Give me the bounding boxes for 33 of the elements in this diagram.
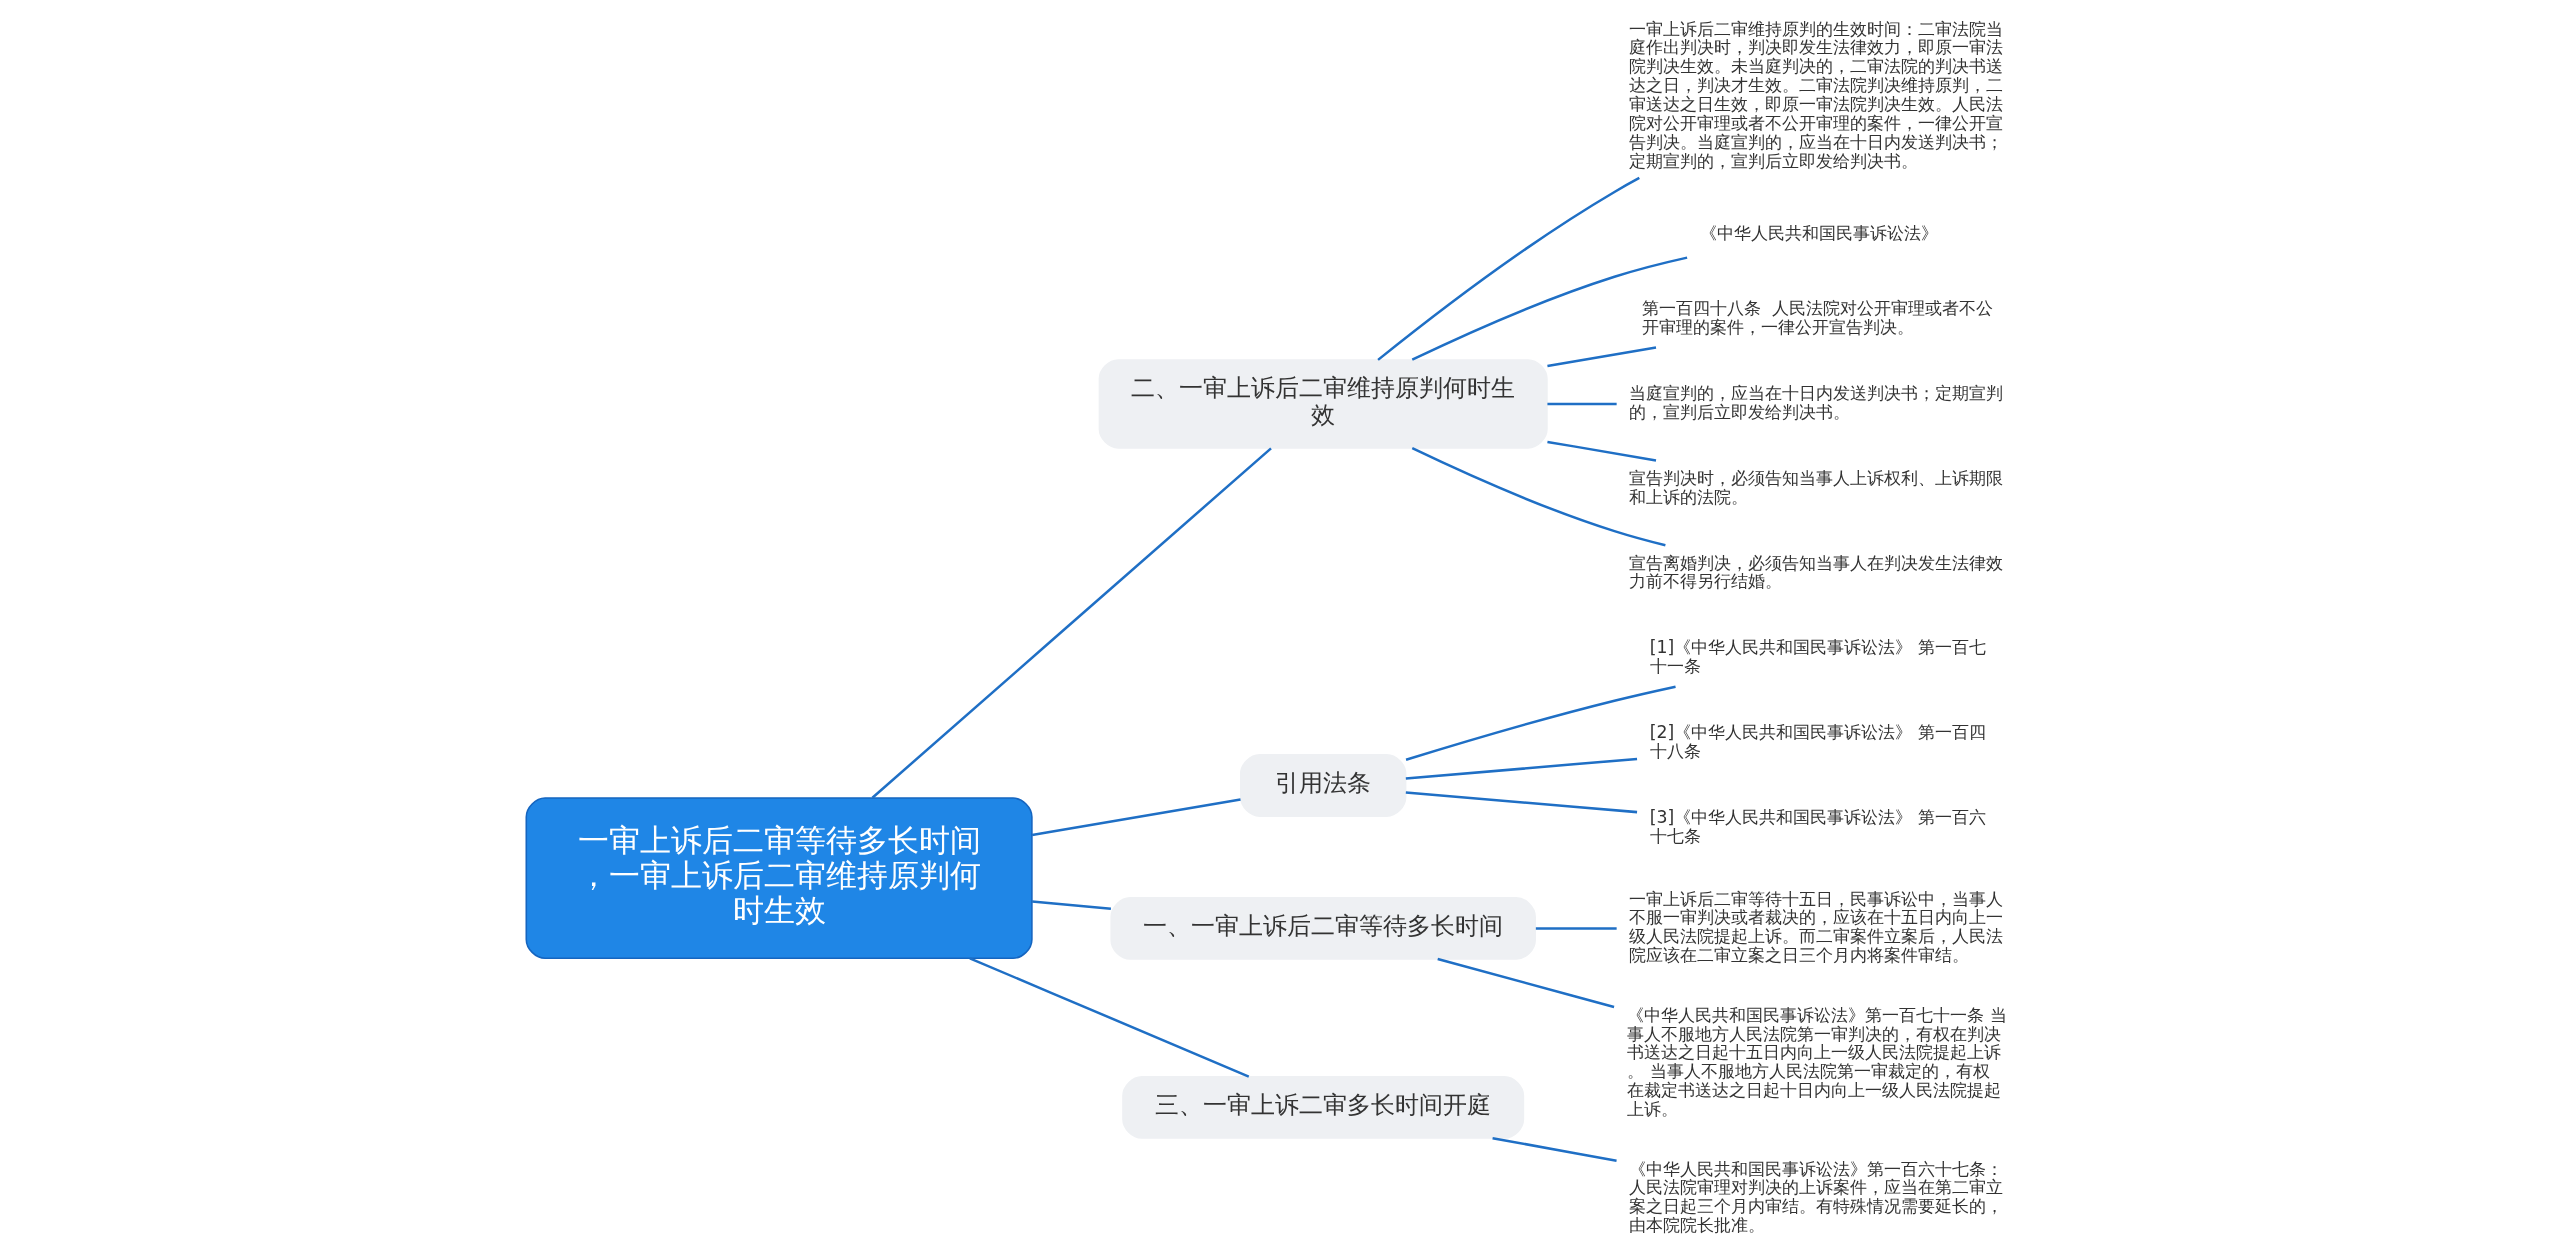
connector (1411, 447, 1666, 547)
node-box: 引用法条 (1239, 754, 1407, 817)
node-text: [2]《中华人民共和国民事诉讼法》 第一百四十八条 (1649, 722, 1986, 761)
connector (1031, 798, 1241, 837)
node-box: 二、一审上诉后二审维持原判何时生效 (1098, 359, 1548, 449)
node-text: 宣告离婚判决，必须告知当事人在判决发生法律效力前不得另行结婚。 (1629, 552, 2004, 592)
node-text: [1]《中华人民共和国民事诉讼法》 第一百七十一条 (1649, 637, 1986, 677)
connector (1405, 791, 1638, 814)
node-text: 第一百四十八条 人民法院对公开审理或者不公开审理的案件，一律公开宣告判决。 (1641, 298, 1993, 337)
connector (1032, 900, 1111, 911)
node-text: 一审上诉后二审等待十五日，民事诉讼中，当事人不服一审判决或者裁决的，应该在十五日内向上一级人民法院提起上诉。而二审案件立案后，人民法院应该在二审立案之日三个月内将案件审结。 (1629, 888, 2004, 966)
node-box: 三、一审上诉二审多长时间开庭 (1122, 1076, 1525, 1139)
connector (871, 447, 1272, 799)
node-text: 《中华人民共和国民事诉讼法》第一百六十七条：人民法院审理对判决的上诉案件，应当在第二审立案之日起三个月内审结。有特殊情况需要延长的，由本院院长批准。 (1629, 1158, 2004, 1236)
connector (1535, 927, 1617, 930)
node-text: 一审上诉后二审维持原判的生效时间：二审法院当庭作出判决时，判决即发生法律效力，即原一审法院判决生效。未当庭判决的，二审法院的判决书送达之日，判决才生效。二审法院判决维持原判，二审送达之日生效，即原一审法院判决生效。人民法院对公开审理或者不公开审理的案件，一律公开宣告判决。当庭宣判的，应当在十日内发送判决书；定期宣判的，宣判后立即发给判决书。 (1629, 18, 2004, 171)
connector (1405, 685, 1676, 761)
node-text: 当庭宣判的，应当在十日内发送判决书；定期宣判的，宣判后立即发给判决书。 (1629, 382, 2004, 422)
node-box: 一审上诉后二审等待多长时间，一审上诉后二审维持原判何时生效 (525, 797, 1033, 960)
node-text: 《中华人民共和国民事诉讼法》 (1700, 222, 1939, 243)
connector (1411, 256, 1688, 361)
connector (1547, 402, 1617, 406)
node-text: 《中华人民共和国民事诉讼法》第一百七十一条 当事人不服地方人民法院第一审判决的，有权在判决书送达之日起十五日内向上一级人民法院提起上诉。 当事人不服地方人民法院第一审裁定的，有权在裁定书送达之日起十日内向上一级人民法院提起上诉。 (1627, 1004, 2007, 1119)
connector (1547, 440, 1657, 462)
connector (969, 957, 1250, 1078)
node-text: 宣告判决时，必须告知当事人上诉权利、上诉期限和上诉的法院。 (1629, 467, 2004, 507)
node-text: [3]《中华人民共和国民事诉讼法》 第一百六十七条 (1649, 806, 1986, 846)
node-box: 一、一审上诉后二审等待多长时间 (1110, 897, 1536, 960)
connector (1377, 176, 1640, 361)
connector (1547, 346, 1657, 368)
connector (1437, 957, 1615, 1009)
connector (1492, 1136, 1617, 1163)
connector (1405, 757, 1638, 780)
